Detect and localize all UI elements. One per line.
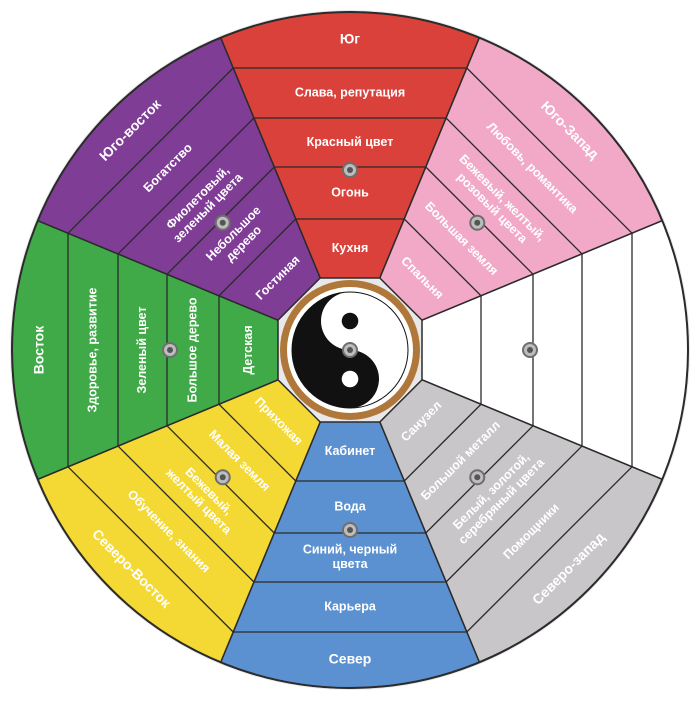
sector-label: Дети, творчество: [601, 296, 615, 404]
sector-label: Детская: [241, 325, 255, 374]
wheel-border: [11, 11, 689, 689]
sector-label: Белый, серебряный,золотой цвета: [544, 285, 572, 414]
sector-label: Кухня: [332, 241, 369, 255]
rivet-hole-icon: [347, 527, 353, 533]
center-rivet-hole-icon: [347, 347, 353, 353]
sector-label: Зеленый цвет: [135, 306, 149, 393]
sector-east: Восток Здоровье, развитие Зеленый цвет Боль…: [11, 219, 279, 481]
band-divider: [117, 117, 255, 255]
rivet-hole-icon: [474, 219, 481, 226]
band-divider: [466, 67, 633, 234]
sector-label: Слава, репутация: [295, 85, 405, 99]
band-divider: [445, 117, 583, 255]
sector-label: Вода: [334, 499, 366, 513]
sector-label: Здоровье, развитие: [85, 287, 99, 412]
band-divider: [218, 218, 297, 297]
band-divider: [117, 445, 255, 583]
sector-west: Запад Дети, творчество Белый, серебряный,з…: [421, 219, 689, 481]
rivet-hole-icon: [347, 167, 353, 173]
band-divider: [67, 67, 234, 234]
sector-label: Красный цвет: [307, 135, 394, 149]
rivet-hole-icon: [219, 219, 226, 226]
sector-label: Большое дерево: [185, 297, 199, 402]
rivet-hole-icon: [474, 474, 481, 481]
band-divider: [403, 218, 482, 297]
sector-label: Огонь: [331, 185, 369, 199]
band-divider: [218, 403, 297, 482]
sector-label: Игровая: [445, 324, 459, 375]
rivet-hole-icon: [219, 474, 226, 481]
sector-label: Запад: [653, 329, 669, 371]
rivet-hole-icon: [167, 347, 173, 353]
band-divider: [403, 403, 482, 482]
sector-label: Восток: [31, 325, 47, 374]
band-divider: [445, 445, 583, 583]
band-divider: [67, 466, 234, 633]
sector-label: Юг: [340, 31, 360, 47]
sector-label: Карьера: [324, 599, 377, 613]
band-divider: [466, 466, 633, 633]
sector-label: Кабинет: [325, 444, 376, 458]
rivet-hole-icon: [527, 347, 533, 353]
sector-label: Север: [329, 651, 372, 667]
sector-label: Малый металл: [501, 304, 515, 396]
